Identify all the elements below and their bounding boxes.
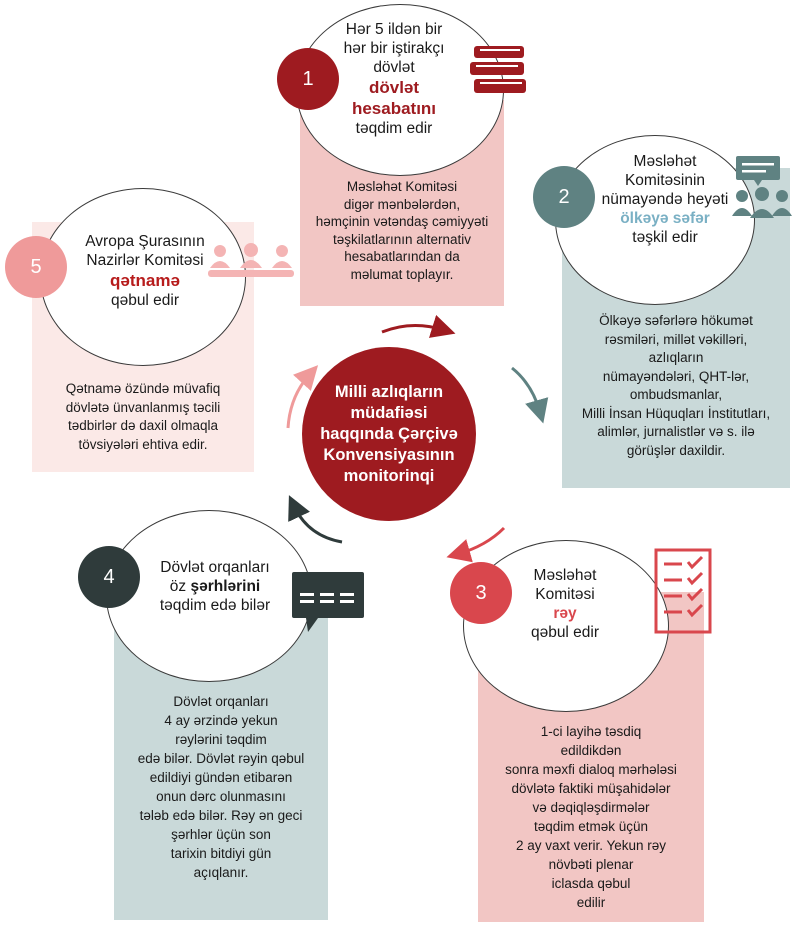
checklist-icon (654, 548, 712, 634)
step2-highlight: ölkəyə səfər (620, 210, 710, 227)
arrow-1-to-2 (381, 314, 456, 338)
step5-highlight: qətnamə (110, 271, 180, 290)
step1-highlight-1: dövlət (368, 78, 420, 97)
step4-circle (106, 510, 312, 682)
step5-number: 5 (5, 236, 67, 298)
meeting-icon (732, 156, 792, 218)
step3-circle-text: Məsləhət Komitəsi rəy qəbul edir (510, 566, 620, 642)
step2-circle (555, 135, 755, 305)
arrow-2-to-3 (511, 366, 549, 424)
step4-number: 4 (78, 546, 140, 608)
step1-highlight-2: hesabatını (351, 99, 437, 118)
step5-circle-text: Avropa Şurasının Nazirlər Komitəsi qətna… (70, 232, 220, 310)
step1-number: 1 (277, 48, 339, 110)
step4-circle-text: Dövlət orqanları öz şərhlərini təqdim ed… (159, 559, 271, 614)
comment-icon (292, 572, 364, 632)
group-icon (208, 243, 294, 277)
step3-number: 3 (450, 562, 512, 624)
step3-panel-text: 1-ci layihə təsdiq edildikdən sonra məxf… (505, 724, 677, 910)
step5-panel-text: Qətnamə özündə müvafiq dövlətə ünvanlanm… (65, 381, 221, 452)
step1-panel-text: Məsləhət Komitəsi digər mənbələrdən, həm… (315, 179, 489, 282)
center-title-circle: Milli azlıqların müdafiəsi haqqında Çərç… (302, 347, 476, 521)
arrow-3-to-4 (446, 526, 506, 563)
arrow-4-to-5 (288, 495, 343, 544)
step4-panel-text: Dövlət orqanları 4 ay ərzində yekun rəyl… (137, 694, 305, 880)
step2-number: 2 (533, 166, 595, 228)
arrow-5-to-1 (286, 365, 319, 429)
step3-highlight: rəy (553, 605, 577, 622)
books-icon (470, 46, 526, 93)
step1-circle-text: Hər 5 ildən bir hər bir iştirakçı dövlət… (324, 20, 464, 138)
step2-panel-text: Ölkəyə səfərlərə hökumət rəsmiləri, mill… (581, 313, 771, 458)
step2-circle-text: Məsləhət Komitəsinin nümayəndə heyəti öl… (590, 152, 740, 247)
step4-highlight: şərhlərini (190, 578, 261, 595)
